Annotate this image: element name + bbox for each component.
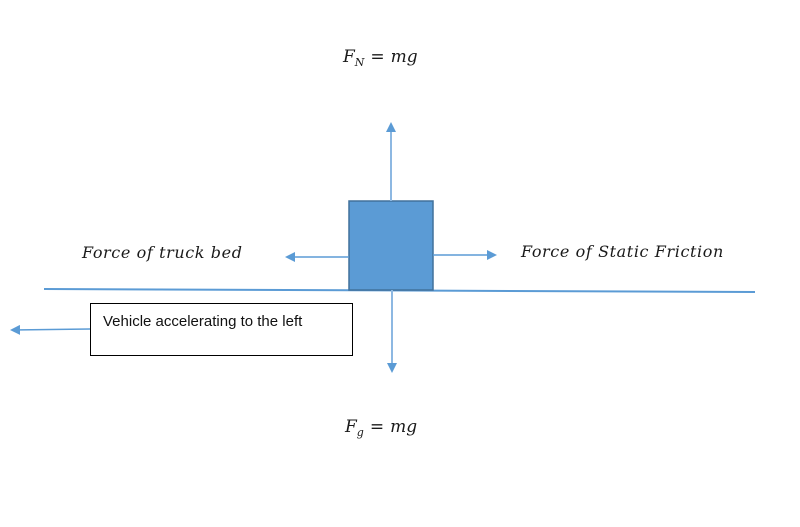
normal-force-label: FN =mg	[343, 47, 418, 69]
gravity-force-equals: =	[369, 417, 385, 437]
block	[348, 200, 434, 291]
acceleration-arrow	[10, 324, 91, 335]
acceleration-callout-text: Vehicle accelerating to the left	[103, 313, 303, 330]
gravity-force-symbol: F	[345, 417, 357, 437]
normal-force-symbol: F	[343, 47, 355, 67]
normal-force-subscript: N	[354, 56, 365, 69]
gravity-force-label: Fg =mg	[345, 417, 417, 439]
truck-bed-force-label: Force of truck bed	[82, 243, 243, 262]
gravity-force-subscript: g	[356, 426, 364, 439]
static-friction-label: Force of Static Friction	[521, 242, 724, 261]
gravity-force-rhs: mg	[390, 417, 418, 437]
normal-force-equals: =	[370, 47, 385, 67]
acceleration-callout-box: Vehicle accelerating to the left	[90, 303, 353, 356]
normal-force-rhs: mg	[390, 47, 418, 67]
